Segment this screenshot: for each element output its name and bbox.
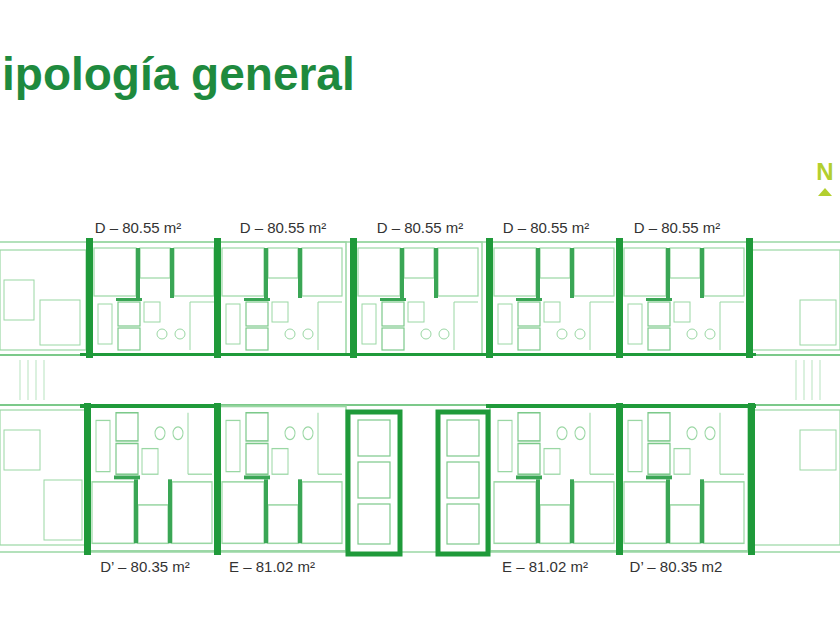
unit-label: D – 80.55 m² <box>238 219 329 237</box>
unit-label: D – 80.55 m² <box>632 219 723 237</box>
north-marker: N <box>816 160 833 184</box>
unit-label: D – 80.55 m² <box>93 219 184 237</box>
unit-label: D – 80.55 m² <box>375 219 466 237</box>
plan-title: ipología general <box>2 51 355 97</box>
unit-label: D’ – 80.35 m2 <box>628 558 725 576</box>
unit-label: E – 81.02 m² <box>227 558 317 576</box>
unit-label: D’ – 80.35 m² <box>98 558 191 576</box>
unit-label: D – 80.55 m² <box>501 219 592 237</box>
unit-label: E – 81.02 m² <box>500 558 590 576</box>
